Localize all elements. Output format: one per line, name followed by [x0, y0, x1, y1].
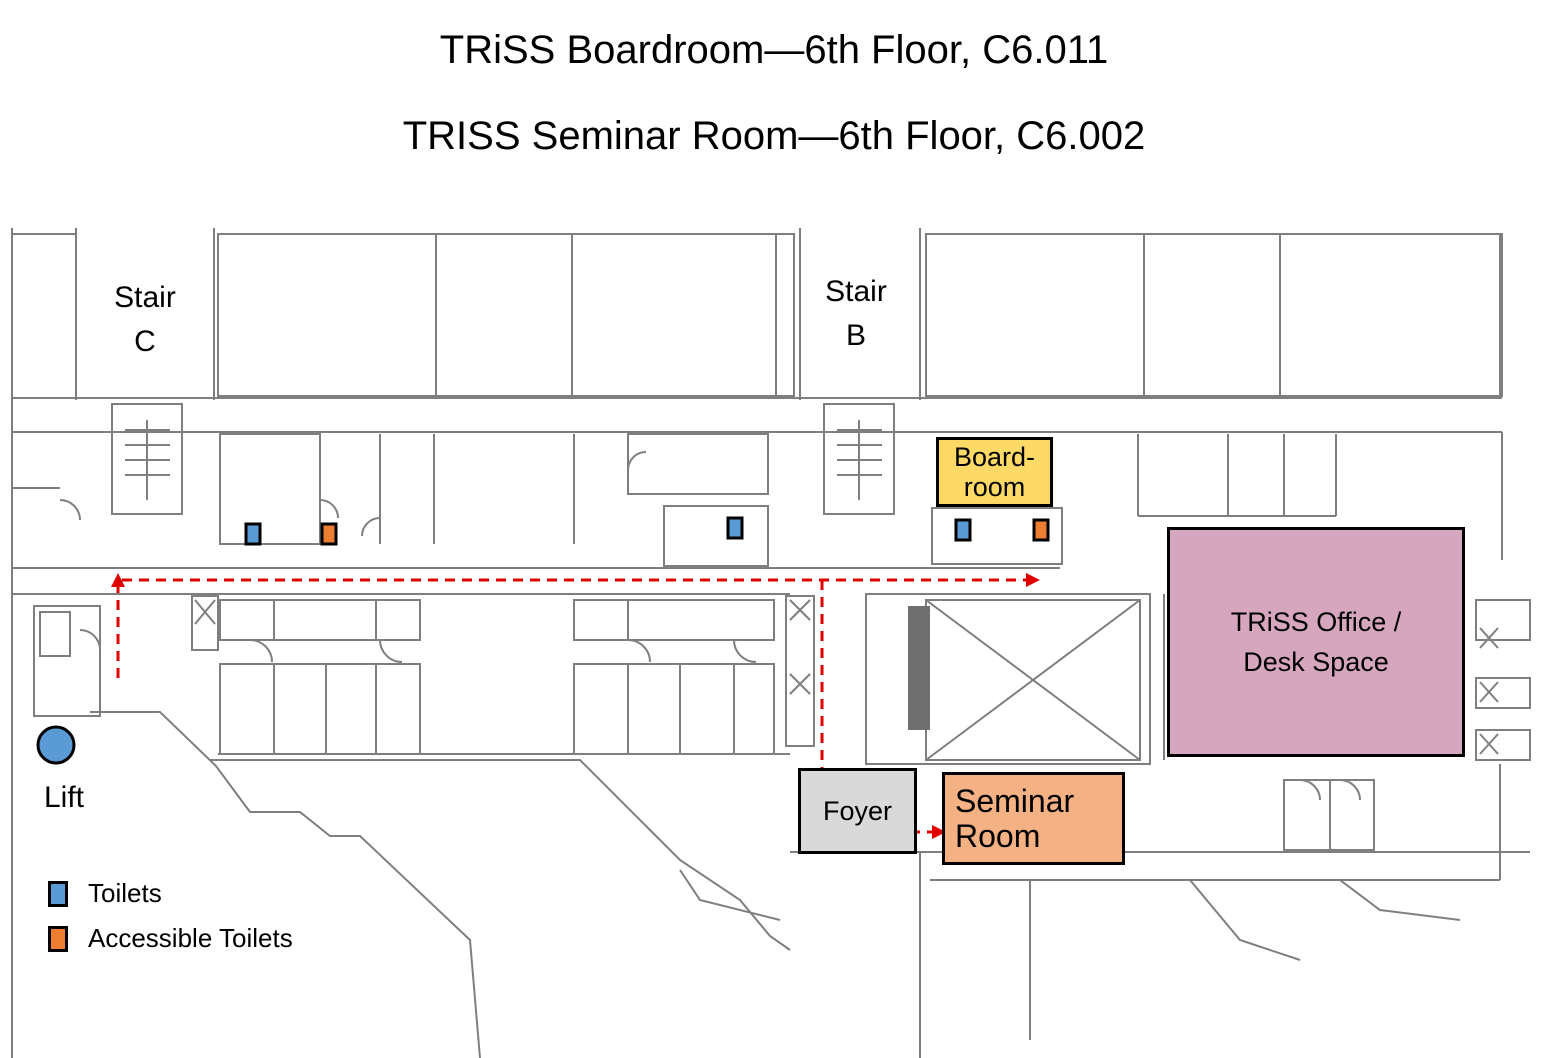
stair-b-label-line1: Stair [825, 275, 887, 308]
seminar-room-label: Seminar Room [942, 772, 1125, 865]
legend-toilets-label: Toilets [88, 878, 162, 908]
accessible-toilets-icon [320, 522, 338, 546]
plants-decoration [908, 606, 930, 730]
stair-c-label-line2: C [134, 325, 156, 358]
boardroom-label: Board- room [936, 437, 1053, 507]
stair-c-label-line1: Stair [114, 281, 176, 314]
triss-office-label: TRiSS Office / Desk Space [1167, 527, 1465, 757]
toilets-icon [244, 522, 262, 546]
toilets-swatch-icon [48, 880, 68, 907]
stair-b-label-line2: B [845, 319, 866, 352]
legend-accessible-toilets-label: Accessible Toilets [88, 923, 293, 953]
seminar-room-label-line2: Room [955, 817, 1041, 854]
accessible-toilets-icon [1032, 518, 1050, 542]
legend-toilets: Toilets [48, 878, 162, 909]
toilets-icon [954, 518, 972, 542]
stair-c-label: Stair C [95, 276, 195, 364]
toilets-icon [726, 516, 744, 540]
door-arcs [59, 451, 1361, 801]
foyer-label-text: Foyer [822, 795, 893, 826]
lift-icon [36, 725, 76, 765]
lift-label: Lift [43, 781, 85, 814]
stair-b-label: Stair B [806, 270, 906, 358]
accessible-toilets-swatch-icon [48, 925, 68, 952]
triss-office-label-line2: Desk Space [1243, 647, 1389, 677]
boardroom-label-line2: room [963, 472, 1026, 502]
triss-office-label-line1: TRiSS Office / [1230, 607, 1402, 637]
foyer-label: Foyer [798, 768, 917, 854]
boardroom-label-line1: Board- [953, 442, 1036, 472]
legend-accessible-toilets: Accessible Toilets [48, 923, 293, 954]
map-title-boardroom: TRiSS Boardroom—6th Floor, C6.011 [439, 28, 1109, 72]
floor-plan-walls [11, 228, 1531, 1058]
map-title-seminar-room: TRISS Seminar Room—6th Floor, C6.002 [402, 114, 1146, 158]
toilet-markers [244, 516, 1050, 546]
seminar-room-label-line1: Seminar [955, 782, 1075, 819]
